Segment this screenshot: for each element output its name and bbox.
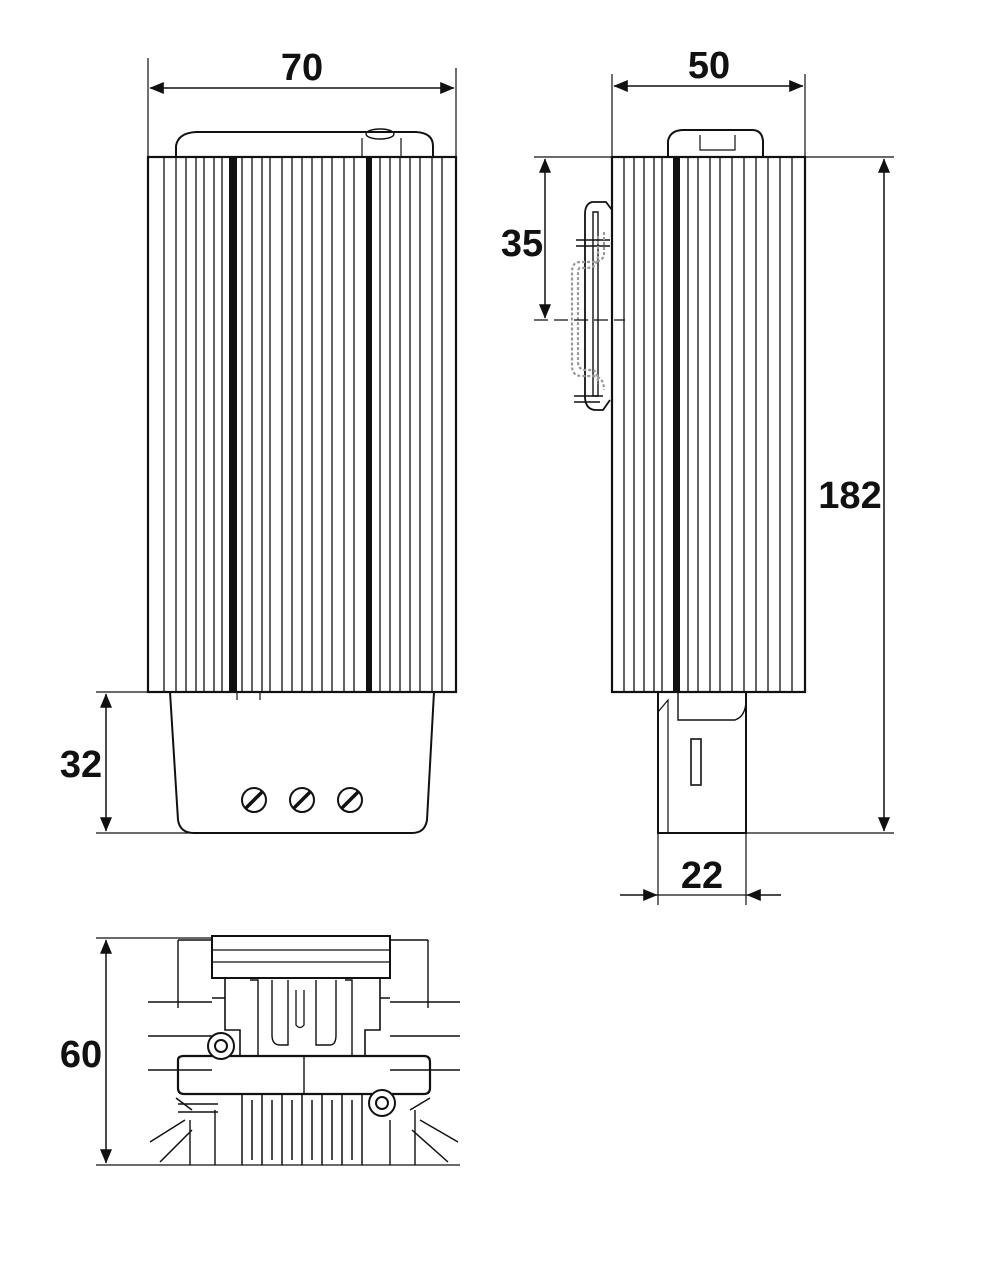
dimension-terminal-depth: 22 — [620, 833, 781, 905]
dimension-height: 182 — [746, 156, 894, 834]
terminal-screw-3 — [337, 787, 363, 813]
dimension-bottom-depth: 60 — [60, 937, 460, 1166]
dimension-bottom-depth-label: 60 — [60, 1034, 102, 1076]
dimension-terminal-height: 32 — [60, 691, 194, 834]
bottom-mount-screws — [207, 1032, 396, 1117]
terminal-screw-2 — [289, 787, 315, 813]
front-view — [146, 58, 458, 834]
bottom-fins-lower — [241, 1094, 363, 1165]
bottom-fins-right — [380, 997, 460, 1071]
terminal-screw-1 — [241, 787, 267, 813]
dimension-rail: 35 — [501, 156, 625, 321]
side-fins — [623, 157, 793, 692]
din-rail-clip — [570, 201, 613, 411]
bottom-fins-left — [148, 997, 225, 1071]
side-view — [610, 74, 807, 834]
dimension-width: 70 — [149, 47, 455, 94]
dimension-height-label: 182 — [818, 475, 881, 517]
dimension-depth: 50 — [613, 45, 804, 92]
dimension-depth-label: 50 — [688, 45, 730, 87]
dimension-terminal-depth-label: 22 — [681, 855, 723, 897]
front-fins — [163, 157, 443, 692]
dimension-rail-label: 35 — [501, 223, 543, 265]
bottom-view — [148, 935, 460, 1165]
dimension-width-label: 70 — [281, 47, 323, 89]
dimension-terminal-height-label: 32 — [60, 744, 102, 786]
terminal-screws — [241, 787, 363, 813]
